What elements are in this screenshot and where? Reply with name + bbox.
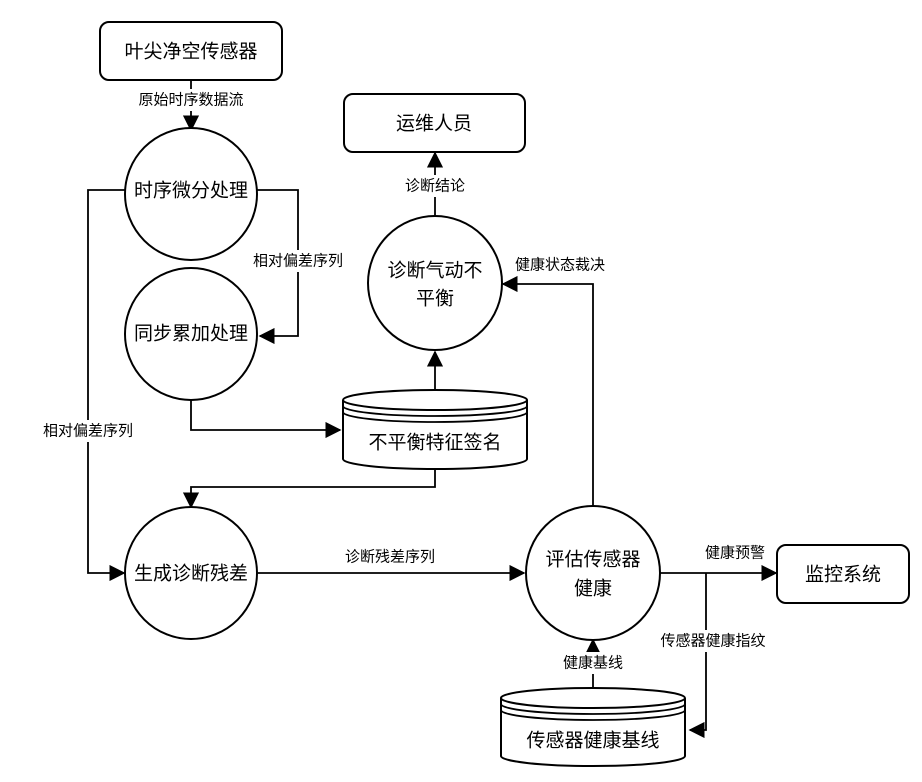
edge-label-health-fingerprint: 传感器健康指纹	[660, 632, 765, 650]
process-diagnose-imbalance-label-1: 诊断气动不	[387, 260, 482, 282]
process-evaluate-sensor-health-label-1: 评估传感器	[545, 549, 640, 571]
process-diagnose-imbalance-label-2: 平衡	[416, 288, 454, 310]
edge-label-relative-deviation-2: 相对偏差序列	[43, 422, 133, 440]
edge-label-raw-stream: 原始时序数据流	[138, 91, 243, 109]
process-diagnose-imbalance	[368, 216, 502, 350]
process-time-diff-label: 时序微分处理	[134, 180, 248, 202]
edge-sync-to-signature	[191, 400, 340, 430]
datastore-sensor-health-baseline	[501, 688, 685, 766]
edge-label-residual-sequence: 诊断残差序列	[345, 548, 435, 566]
edge-label-relative-deviation-1: 相对偏差序列	[253, 252, 343, 270]
entity-ops-label: 运维人员	[396, 113, 472, 135]
process-evaluate-sensor-health	[526, 506, 660, 640]
edge-label-diagnosis-conclusion: 诊断结论	[405, 177, 465, 195]
process-sync-accumulate-label: 同步累加处理	[134, 323, 248, 345]
process-evaluate-sensor-health-label-2: 健康	[574, 578, 612, 600]
entity-monitor-label: 监控系统	[805, 564, 881, 586]
entity-sensor-label: 叶尖净空传感器	[124, 41, 257, 63]
edge-label-health-baseline: 健康基线	[563, 654, 623, 672]
process-generate-residual-label: 生成诊断残差	[134, 563, 248, 585]
datastore-imbalance-signature-label: 不平衡特征签名	[368, 432, 501, 454]
edge-diff-to-resid	[88, 190, 127, 573]
edge-label-health-alert: 健康预警	[705, 544, 765, 562]
edge-label-health-verdict: 健康状态裁决	[515, 256, 605, 274]
datastore-imbalance-signature	[343, 390, 527, 469]
edge-signature-to-resid	[191, 470, 435, 507]
datastore-sensor-health-baseline-label: 传感器健康基线	[526, 730, 659, 752]
